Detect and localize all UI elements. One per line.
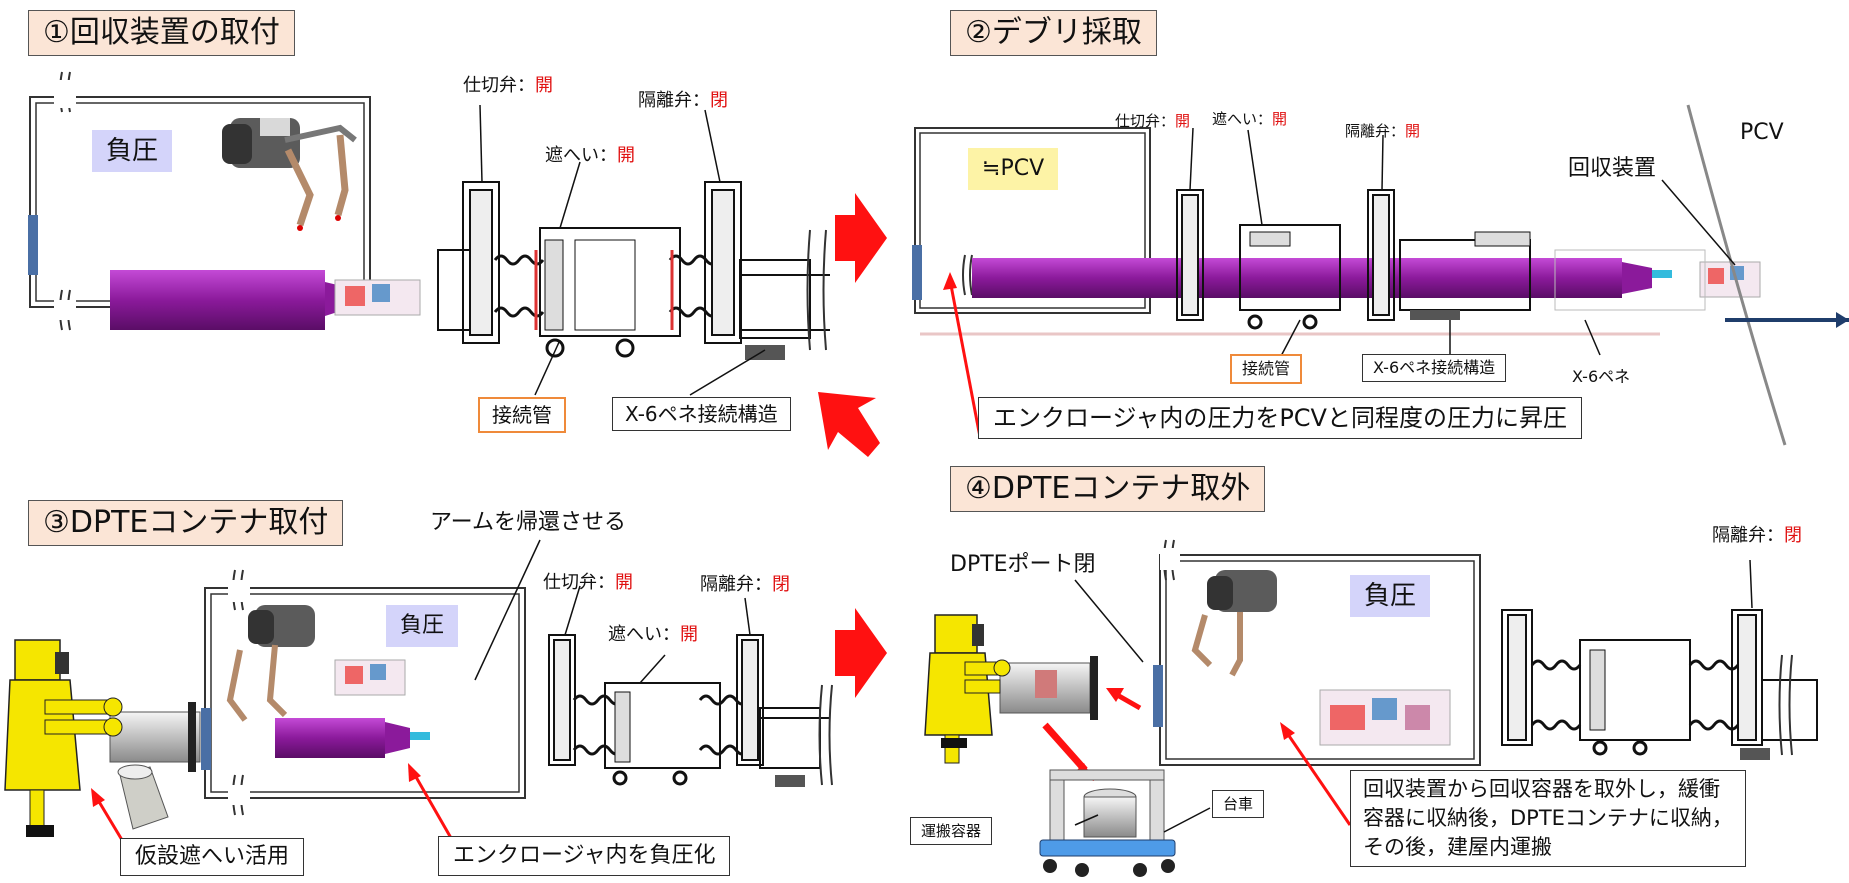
step-3-title: ③DPTEコンテナ取付	[28, 500, 344, 546]
panel-1	[28, 71, 830, 396]
pressurize-note: エンクロージャ内の圧力をPCVと同程度の圧力に昇圧	[978, 397, 1582, 439]
return-arm-label: アームを帰還させる	[430, 510, 627, 535]
negative-pressure-label: 負圧	[1350, 575, 1431, 617]
robot-arm-icon	[226, 605, 315, 722]
gate-valve-label: 仕切弁：開	[463, 75, 553, 96]
robot-arm-icon	[1191, 570, 1277, 677]
connecting-pipe-label: 接続管	[1230, 354, 1303, 384]
arrow-right-1	[835, 193, 887, 283]
cart-label: 台車	[1212, 790, 1265, 818]
shield-label: 遮へい：開	[1212, 110, 1288, 128]
shield-label: 遮へい：開	[608, 624, 698, 645]
step-2-title: ②デブリ採取	[950, 10, 1157, 56]
step-4-title: ④DPTEコンテナ取外	[950, 466, 1266, 512]
isolation-valve-label: 隔離弁：閉	[700, 574, 790, 595]
gate-valve-label: 仕切弁：開	[543, 572, 633, 593]
panel-2	[912, 104, 1849, 446]
temp-shield-note: 仮設遮へい活用	[120, 838, 305, 876]
cart-icon	[1039, 769, 1176, 877]
isolation-valve-label: 隔離弁：開	[1345, 122, 1421, 140]
step-1-title: ①回収装置の取付	[28, 10, 295, 56]
pcv-wall	[1686, 104, 1787, 446]
worker-icon	[4, 639, 123, 837]
dpte-port-closed-label: DPTEポート閉	[950, 552, 1096, 577]
gate-valve-label: 仕切弁：開	[1115, 112, 1191, 130]
panel-4	[924, 539, 1818, 877]
panel-3	[4, 539, 833, 846]
x6-connection-label: X-6ペネ接続構造	[1362, 354, 1507, 382]
recovery-device-label: 回収装置	[1568, 156, 1657, 181]
negative-pressure-label: 負圧	[386, 605, 459, 647]
arrow-down-left	[818, 392, 880, 457]
pcv-label: PCV	[1740, 120, 1784, 145]
x6-connection-label: X-6ペネ接続構造	[612, 397, 791, 431]
robot-arm-icon	[222, 118, 357, 231]
negative-pressure-label: 負圧	[92, 130, 173, 172]
removal-note: 回収装置から回収容器を取外し，緩衝 容器に収納後，DPTEコンテナに収納， その…	[1350, 770, 1746, 867]
isolation-valve-label: 隔離弁：閉	[638, 90, 728, 111]
approx-pcv-label: ≒PCV	[968, 148, 1059, 190]
worker-icon	[924, 614, 1011, 764]
connecting-pipe-label: 接続管	[478, 397, 566, 433]
isolation-valve-label: 隔離弁：閉	[1712, 525, 1802, 546]
x6-pene-label: X-6ペネ	[1572, 367, 1631, 386]
depressurize-note: エンクロージャ内を負圧化	[438, 836, 731, 876]
shield-label: 遮へい：開	[545, 145, 635, 166]
transport-container-label: 運搬容器	[910, 817, 993, 845]
arrow-right-2	[835, 608, 887, 698]
